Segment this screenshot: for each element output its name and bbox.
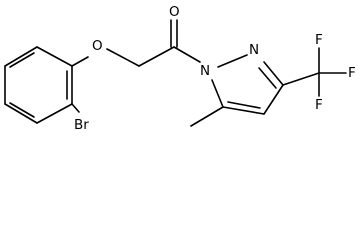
ch2-carbonyl-bond — [138, 46, 175, 67]
pyrazole-n1-label: N — [200, 63, 210, 79]
fluorine-label: F — [348, 65, 356, 81]
aryl-o-bond — [71, 56, 89, 67]
bond — [36, 103, 73, 124]
o-ch2-bond — [106, 48, 140, 67]
bond — [4, 103, 38, 124]
benzene-ring — [4, 46, 73, 124]
double-bond-inner — [227, 101, 261, 109]
bond — [222, 106, 265, 115]
bond — [36, 46, 73, 67]
bond — [217, 54, 248, 68]
bond — [211, 79, 224, 108]
c-br-bond — [71, 103, 80, 113]
methyl-bond — [190, 106, 224, 127]
bromine-label: Br — [74, 117, 89, 133]
pyrazole-ring — [211, 54, 284, 115]
bond — [263, 61, 284, 86]
bond — [4, 46, 38, 67]
carbonyl-oxygen-label: O — [169, 4, 180, 20]
pyrazole-n2-label: N — [249, 42, 259, 58]
double-bond-inner — [258, 67, 277, 89]
ether-oxygen-label: O — [92, 38, 103, 54]
bond — [263, 84, 284, 115]
carbonyl-n-bond — [173, 46, 201, 63]
double-bond-inner — [9, 52, 35, 68]
c-cf3-bond — [282, 72, 320, 86]
fluorine-label: F — [315, 97, 323, 113]
molecule-structure-diagram: Br O O N N F F F — [4, 4, 356, 133]
double-bond-inner — [9, 102, 35, 118]
fluorine-label: F — [315, 32, 323, 48]
